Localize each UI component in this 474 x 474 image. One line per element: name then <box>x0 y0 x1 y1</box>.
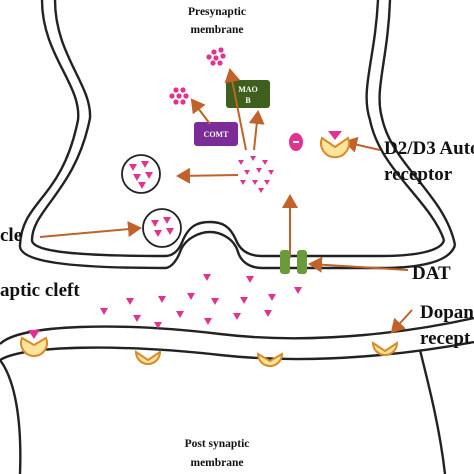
dat-label: DAT <box>412 263 451 284</box>
mao-label-line2: B <box>245 96 251 105</box>
mao-label-line1: MAO <box>238 85 258 94</box>
presynaptic-label-line1: Presynaptic <box>188 6 246 18</box>
d2-d3-autoreceptor <box>320 131 350 159</box>
metabolite-cluster-left <box>169 87 189 105</box>
postsynaptic-label-line2: membrane <box>190 457 243 469</box>
arrow-dat-pointer <box>308 256 409 273</box>
synaptic-cleft-label: aptic cleft <box>0 280 80 301</box>
postsynaptic-receptors <box>20 330 399 367</box>
dopamine-receptor-label-line1: Dopan <box>420 302 474 323</box>
receptor-1 <box>20 330 48 357</box>
autoreceptor-label-line2: receptor <box>384 164 453 185</box>
comt-label: COMT <box>204 130 230 139</box>
vesicle-upper <box>121 154 161 194</box>
arrow-vesicle-pointer <box>39 221 142 238</box>
vesicle-label: cle <box>0 225 22 246</box>
dat-transporter <box>280 250 307 274</box>
arrow-to-comt-metabolites <box>190 98 211 125</box>
postsynaptic-label-line1: Post synaptic <box>185 438 250 450</box>
arrow-to-mao <box>248 110 265 151</box>
receptor-3 <box>256 352 284 367</box>
g-protein-icon <box>289 133 303 151</box>
arrow-to-vesicle <box>176 167 239 184</box>
cytoplasmic-dopamine <box>238 156 274 193</box>
autoreceptor-label-line1: D2/D3 Auto <box>384 138 474 159</box>
comt-enzyme: COMT <box>194 122 238 146</box>
presynaptic-membrane <box>18 0 457 270</box>
arrow-receptor-pointer <box>390 309 413 334</box>
arrow-to-top-metabolites <box>224 68 247 151</box>
arrows <box>39 68 413 334</box>
arrow-autoreceptor-pointer <box>343 136 381 153</box>
dopamine-receptor-label-line2: recept <box>420 328 471 349</box>
presynaptic-label-line2: membrane <box>190 24 243 36</box>
metabolite-cluster-top <box>206 47 226 66</box>
cleft-dopamine <box>100 274 302 329</box>
vesicle-lower <box>142 208 182 248</box>
postsynaptic-membrane <box>0 316 474 474</box>
receptor-2 <box>134 350 162 365</box>
receptor-4 <box>371 341 399 356</box>
